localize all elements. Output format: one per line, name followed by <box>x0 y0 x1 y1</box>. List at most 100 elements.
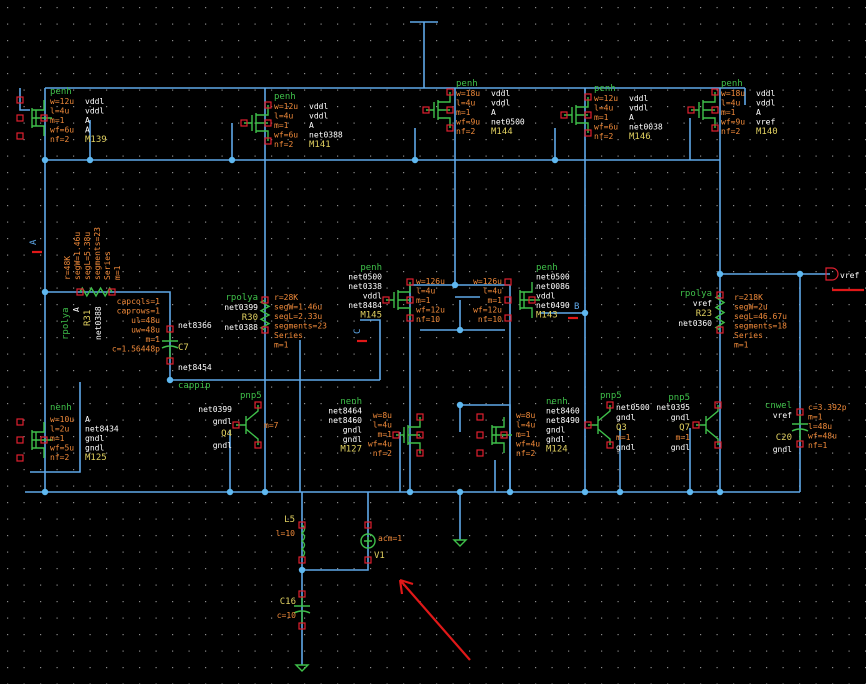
pin-terminal[interactable] <box>528 296 536 304</box>
pin-terminal[interactable] <box>476 449 484 457</box>
pin-terminal[interactable] <box>76 288 84 296</box>
M127-symbol[interactable] <box>396 417 421 453</box>
pin-terminal[interactable] <box>406 314 414 322</box>
pin-terminal[interactable] <box>446 106 454 114</box>
R30-model-label: rpolya <box>225 293 258 303</box>
M146-symbol[interactable] <box>564 97 589 133</box>
pin-terminal[interactable] <box>416 431 424 439</box>
pin-terminal[interactable] <box>560 111 568 119</box>
pin-terminal[interactable] <box>416 413 424 421</box>
M140-symbol[interactable] <box>691 92 716 128</box>
pin-terminal[interactable] <box>264 119 272 127</box>
pin-terminal[interactable] <box>261 326 269 334</box>
pin-terminal[interactable] <box>264 101 272 109</box>
Q4-symbol[interactable] <box>236 405 259 445</box>
pin-terminal[interactable] <box>446 124 454 132</box>
vref-pin-icon[interactable] <box>825 267 839 281</box>
Q3-symbol[interactable] <box>588 405 611 445</box>
pin-terminal[interactable] <box>392 431 400 439</box>
M144-instance-name: M144 <box>491 127 513 137</box>
pin-terminal[interactable] <box>476 413 484 421</box>
pin-terminal[interactable] <box>796 408 804 416</box>
pin-terminal[interactable] <box>711 88 719 96</box>
pin-terminal[interactable] <box>714 401 722 409</box>
pin-terminal[interactable] <box>446 88 454 96</box>
R31-symbol[interactable] <box>79 286 113 298</box>
M145-instance-name: M145 <box>360 311 382 321</box>
M124-param: wf=4u <box>516 440 540 449</box>
pin-terminal[interactable] <box>16 436 24 444</box>
pin-terminal[interactable] <box>298 590 306 598</box>
pin-terminal[interactable] <box>16 132 24 140</box>
pin-terminal[interactable] <box>166 357 174 365</box>
pin-terminal[interactable] <box>716 326 724 334</box>
pin-terminal[interactable] <box>687 106 695 114</box>
M145-symbol[interactable] <box>386 282 411 318</box>
pin-terminal[interactable] <box>796 440 804 448</box>
pin-terminal[interactable] <box>298 556 306 564</box>
pin-terminal[interactable] <box>416 449 424 457</box>
pin-terminal[interactable] <box>584 421 592 429</box>
pin-terminal[interactable] <box>240 119 248 127</box>
pin-terminal[interactable] <box>406 296 414 304</box>
pin-terminal[interactable] <box>606 441 614 449</box>
C20-symbol[interactable] <box>791 414 809 442</box>
wire[interactable] <box>360 319 381 380</box>
M144-symbol[interactable] <box>426 92 451 128</box>
pin-terminal[interactable] <box>584 129 592 137</box>
pin-terminal[interactable] <box>264 137 272 145</box>
M143-symbol[interactable] <box>519 282 540 318</box>
pin-terminal[interactable] <box>298 622 306 630</box>
pin-terminal[interactable] <box>16 454 24 462</box>
M139-symbol[interactable] <box>31 100 52 136</box>
pin-terminal[interactable] <box>711 124 719 132</box>
pin-terminal[interactable] <box>364 556 372 564</box>
pin-terminal[interactable] <box>500 431 508 439</box>
wire[interactable] <box>302 492 369 571</box>
M124-symbol[interactable] <box>491 417 512 453</box>
M125-symbol[interactable] <box>31 422 52 458</box>
C16-symbol[interactable] <box>293 596 311 624</box>
pin-terminal[interactable] <box>692 421 700 429</box>
pin-terminal[interactable] <box>232 421 240 429</box>
pin-terminal[interactable] <box>254 441 262 449</box>
pin-terminal[interactable] <box>40 436 48 444</box>
Q7-symbol[interactable] <box>696 405 719 445</box>
pin-terminal[interactable] <box>261 296 269 304</box>
M127-net-label: net8460 <box>328 416 362 425</box>
M141-symbol[interactable] <box>244 105 269 141</box>
wire[interactable] <box>30 382 81 473</box>
pin-terminal[interactable] <box>584 93 592 101</box>
pin-terminal[interactable] <box>364 521 372 529</box>
wire[interactable] <box>460 404 511 492</box>
pin-terminal[interactable] <box>254 401 262 409</box>
pin-terminal[interactable] <box>16 418 24 426</box>
C7-symbol[interactable] <box>161 331 179 359</box>
pin-terminal[interactable] <box>16 96 24 104</box>
pin-terminal[interactable] <box>606 401 614 409</box>
M143-instance-name: M143 <box>536 311 558 321</box>
pin-terminal[interactable] <box>716 291 724 299</box>
pin-terminal[interactable] <box>166 325 174 333</box>
pin-terminal[interactable] <box>382 296 390 304</box>
pin-terminal[interactable] <box>504 314 512 322</box>
pin-terminal[interactable] <box>476 431 484 439</box>
pin-terminal[interactable] <box>422 106 430 114</box>
pin-terminal[interactable] <box>584 111 592 119</box>
wires <box>19 21 830 665</box>
pin-terminal[interactable] <box>40 114 48 122</box>
M143-net-label: vddl <box>536 292 555 301</box>
R23-symbol[interactable] <box>714 294 726 331</box>
pin-terminal[interactable] <box>108 288 116 296</box>
pin-terminal[interactable] <box>711 106 719 114</box>
wire[interactable] <box>19 88 30 111</box>
pin-terminal[interactable] <box>504 296 512 304</box>
V1-symbol[interactable] <box>360 533 376 549</box>
pin-terminal[interactable] <box>298 521 306 529</box>
pin-terminal[interactable] <box>406 278 414 286</box>
L5-symbol[interactable] <box>300 524 306 558</box>
pin-terminal[interactable] <box>504 278 512 286</box>
pin-terminal[interactable] <box>714 441 722 449</box>
pin-terminal[interactable] <box>16 114 24 122</box>
